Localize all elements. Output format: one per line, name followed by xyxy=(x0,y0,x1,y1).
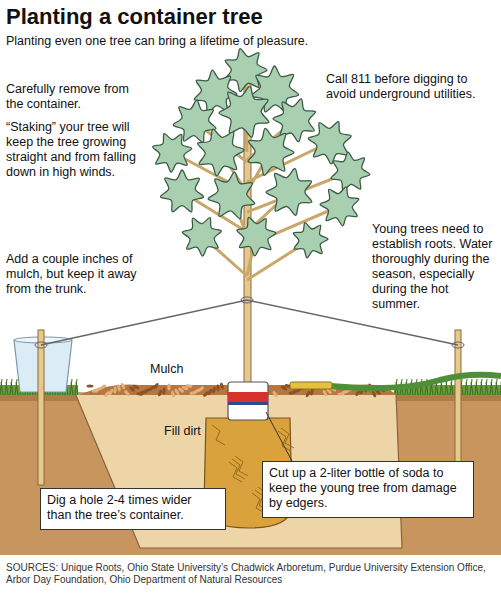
leaf xyxy=(219,86,269,137)
callout-text: Planting even one tree can bring a lifet… xyxy=(6,34,496,49)
mulch-chip xyxy=(157,389,162,397)
mulch-chip xyxy=(219,382,224,390)
leaf xyxy=(248,128,294,175)
mulch-chip xyxy=(202,390,209,397)
mulch-chip xyxy=(128,385,135,392)
leaf xyxy=(198,129,244,176)
callout-box: Cut up a 2-liter bottle of soda to keep … xyxy=(262,461,474,518)
mulch-chip xyxy=(162,387,166,394)
callout-text: Young trees need to establish roots. Wat… xyxy=(372,222,498,312)
mulch-chip xyxy=(167,383,170,390)
leaf xyxy=(208,172,255,219)
mulch-chip xyxy=(136,392,143,396)
mulch-chip xyxy=(212,386,217,394)
callout-text: SOURCES: Unique Roots, Ohio State Univer… xyxy=(6,562,496,586)
mulch-chip xyxy=(91,389,98,393)
mulch-chip xyxy=(305,390,311,398)
leaf xyxy=(331,152,370,191)
leaf xyxy=(266,169,312,216)
hose-nozzle xyxy=(290,382,332,389)
mulch-chip xyxy=(117,384,121,391)
bottle-stripe xyxy=(228,402,268,405)
callout-text: Mulch xyxy=(150,362,210,377)
callout-text: Call 811 before digging to avoid undergr… xyxy=(326,72,496,102)
leaf xyxy=(161,170,204,212)
leaf xyxy=(153,134,192,172)
bottle-label xyxy=(228,392,268,402)
mulch-chip xyxy=(322,389,328,397)
callout-box: Dig a hole 2-4 times wider than the tree… xyxy=(40,488,226,530)
leaf xyxy=(308,122,351,164)
rope-tie xyxy=(452,342,464,348)
mulch-chip xyxy=(104,390,111,398)
leaf xyxy=(293,223,328,258)
box-text: Dig a hole 2-4 times wider than the tree… xyxy=(47,493,219,523)
leaf xyxy=(237,217,276,256)
mulch-chip xyxy=(216,384,219,391)
callout-text: Fill dirt xyxy=(164,424,204,439)
mulch-chip xyxy=(123,389,130,396)
callout-text: Add a couple inches of mulch, but keep i… xyxy=(6,252,146,297)
mulch-chip xyxy=(272,390,279,398)
title: Planting a container tree xyxy=(6,4,263,30)
box-text: Cut up a 2-liter bottle of soda to keep … xyxy=(269,466,467,511)
mulch-chip xyxy=(113,386,117,393)
branches xyxy=(172,70,350,280)
mulch-chip xyxy=(120,382,126,390)
bottle xyxy=(228,382,268,420)
leaf xyxy=(320,187,359,226)
mulch-chip xyxy=(280,385,288,392)
callout-text: Carefully remove from the container. xyxy=(6,82,141,112)
mulch-chip xyxy=(337,392,344,395)
leader-line xyxy=(266,412,292,461)
mulch-chip xyxy=(288,391,295,394)
mulch-chip xyxy=(170,390,175,398)
rope-tie xyxy=(241,297,253,303)
callout-text: “Staking” your tree will keep the tree g… xyxy=(6,120,146,180)
hose xyxy=(330,375,501,388)
mulch-chip xyxy=(87,384,94,387)
mulch-chip xyxy=(189,391,196,395)
leaf xyxy=(182,218,221,256)
mulch-chip xyxy=(371,390,377,398)
rope-tie xyxy=(35,342,47,348)
stake xyxy=(38,330,44,485)
